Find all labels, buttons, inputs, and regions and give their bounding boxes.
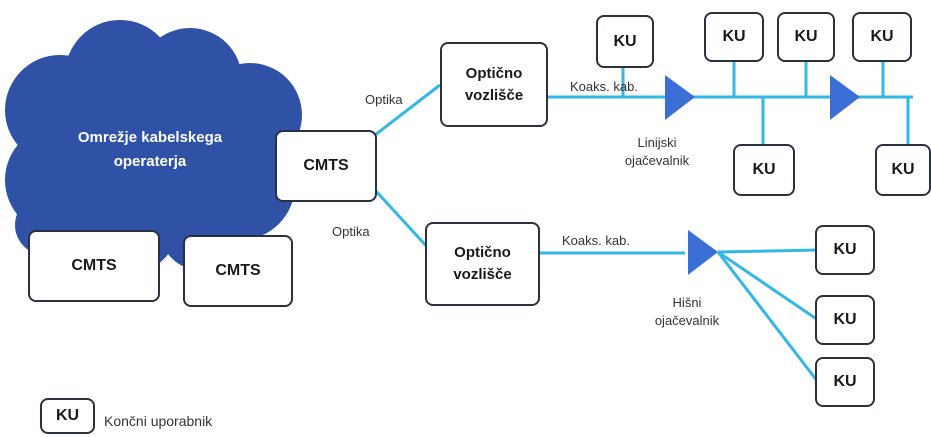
ku-box-house2: KU — [815, 295, 875, 345]
ku-box-below2: KU — [875, 144, 931, 196]
optics-label-top: Optika — [365, 92, 403, 107]
ku-box-top4: KU — [852, 12, 912, 62]
cloud-label-line1: Omrežje kabelskega — [77, 129, 223, 146]
house-drop-1 — [717, 248, 819, 254]
ku-box-house3: KU — [815, 357, 875, 407]
optics-link-bottom — [373, 188, 432, 252]
optical-node-bottom-line2: vozlišče — [453, 266, 512, 283]
house-drop-2 — [717, 250, 819, 322]
optical-node-bottom-line1: Optično — [454, 244, 511, 261]
optical-node-top: Optično vozlišče — [440, 42, 548, 127]
line-amplifier-triangle-1 — [665, 75, 695, 120]
ku-box-top2: KU — [704, 12, 764, 62]
house-drop-3 — [716, 251, 820, 383]
ku-box-top3: KU — [777, 12, 835, 62]
coax-label-bottom: Koaks. kab. — [562, 233, 630, 248]
cloud-label: Omrežje kabelskega operaterja — [50, 126, 250, 174]
ku-box-house1: KU — [815, 225, 875, 275]
house-amplifier-label-line2: ojačevalnik — [654, 313, 720, 328]
cmts-left-box: CMTS — [28, 230, 160, 302]
coax-label-top: Koaks. kab. — [570, 79, 638, 94]
optical-node-top-line1: Optično — [465, 64, 523, 82]
cloud-label-line2: operaterja — [113, 153, 187, 170]
line-amplifier-label: Linijski ojačevalnik — [612, 134, 702, 170]
optical-node-top-line2: vozlišče — [464, 86, 524, 104]
optics-link-top — [374, 83, 441, 137]
legend-text: Končni uporabnik — [104, 413, 213, 429]
legend-ku-box: KU — [40, 398, 95, 434]
line-amplifier-label-line1: Linijski — [637, 135, 677, 150]
optical-node-bottom: Optično vozlišče — [425, 222, 540, 306]
line-amplifier-triangle-2 — [830, 75, 860, 120]
ku-box-top1: KU — [596, 15, 654, 68]
house-amplifier-label-line1: Hišni — [672, 295, 702, 310]
ku-box-below1: KU — [733, 144, 795, 196]
line-amplifier-label-line2: ojačevalnik — [624, 153, 690, 168]
house-amplifier-label: Hišni ojačevalnik — [642, 294, 732, 330]
cmts-main-box: CMTS — [275, 130, 377, 202]
optics-label-bottom: Optika — [332, 224, 370, 239]
cmts-right-box: CMTS — [183, 235, 293, 307]
operator-network-cloud — [5, 20, 302, 273]
house-amplifier-triangle — [688, 230, 718, 275]
